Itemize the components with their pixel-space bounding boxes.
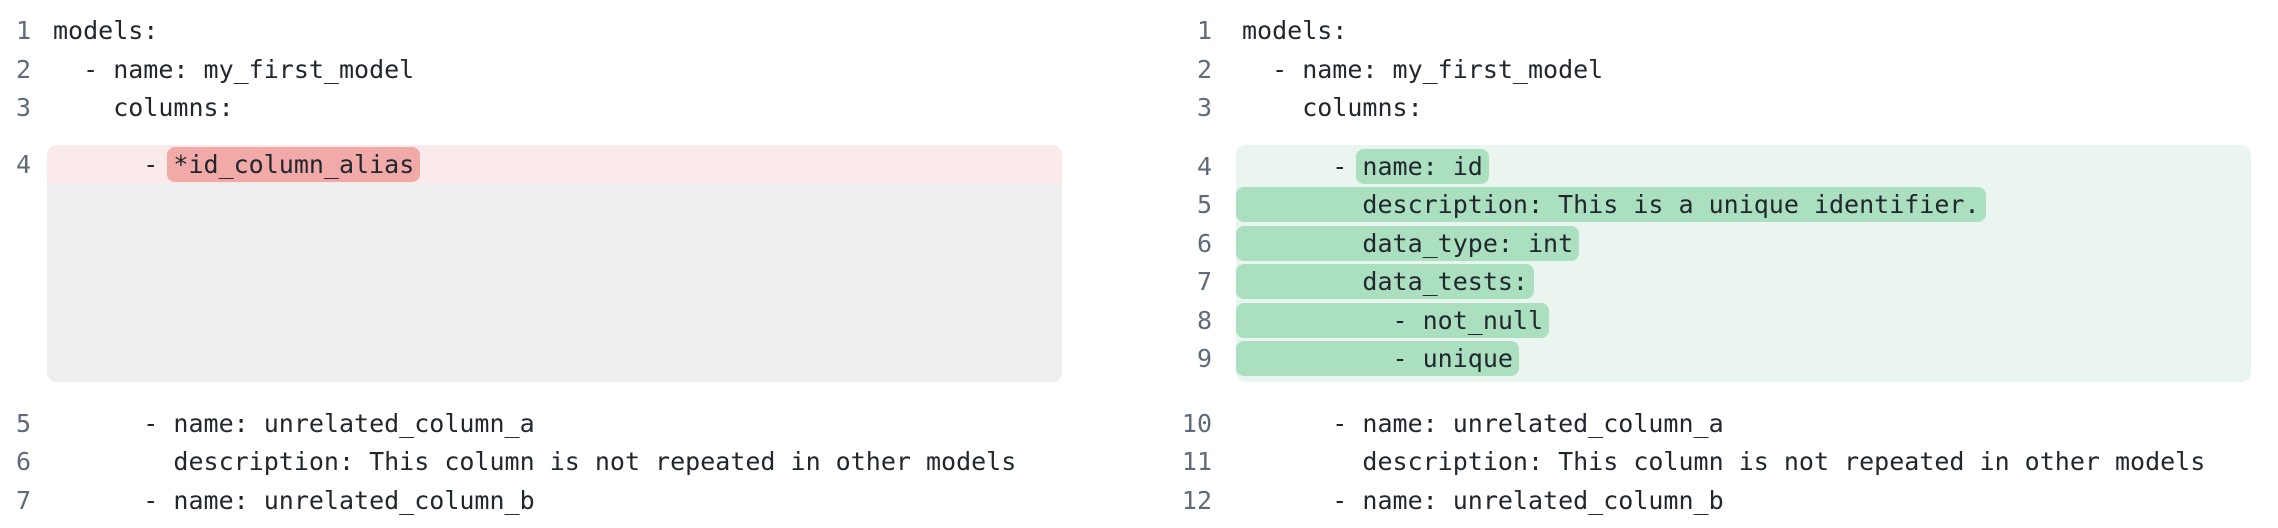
code-text: columns: — [1242, 89, 1423, 128]
code-text: - name: my_first_model — [53, 51, 414, 90]
line-number: 1 — [16, 16, 32, 45]
code-text: description: This column is not repeated… — [53, 443, 1016, 482]
removed-token-highlight: *id_column_alias — [167, 146, 421, 182]
code-line: 2 - name: my_first_model — [1155, 51, 2278, 90]
code-text: - not_null — [1236, 302, 1550, 341]
line-number: 5 — [16, 408, 32, 438]
code-text: - name: unrelated_column_a — [53, 405, 535, 444]
added-token-highlight: description: This is a unique identifier… — [1236, 187, 1986, 222]
line-number: 2 — [16, 54, 32, 84]
code-line: 6 description: This column is not repeat… — [16, 443, 1139, 482]
empty-filler-block — [47, 183, 1063, 382]
code-segment: description: This column is not repeated… — [53, 447, 1017, 476]
code-text: - name: id — [1242, 148, 1489, 187]
line-number: 3 — [16, 93, 32, 122]
added-code-line: description: This is a unique identifier… — [1236, 186, 2251, 225]
code-text: description: This is a unique identifier… — [1236, 186, 1986, 225]
code-line: 3 columns: — [1155, 89, 2278, 128]
code-segment: - name: my_first_model — [1242, 54, 1604, 84]
code-text: description: This column is not repeated… — [1242, 443, 2205, 482]
line-number: 5 — [1196, 190, 1212, 219]
code-text: data_type: int — [1236, 225, 1580, 264]
line-number: 7 — [16, 485, 32, 515]
added-token-highlight: - not_null — [1236, 302, 1550, 338]
code-text: - name: unrelated_column_b — [1242, 482, 1724, 521]
added-code-line: - name: id — [1236, 148, 2251, 187]
added-lines-block: - name: id description: This is a unique… — [1236, 144, 2252, 382]
line-number: 10 — [1181, 408, 1212, 438]
added-code-line: data_tests: — [1236, 263, 2251, 302]
code-segment: - — [53, 149, 174, 179]
added-token-highlight: - unique — [1236, 341, 1519, 376]
code-segment: - name: unrelated_column_a — [53, 408, 535, 438]
code-segment: - name: unrelated_column_b — [1242, 485, 1724, 515]
code-line: 7 - name: unrelated_column_b — [16, 482, 1139, 521]
line-number: 6 — [16, 447, 32, 476]
diff-chunk-removed: 4 - *id_column_alias — [16, 144, 1139, 382]
line-number: 2 — [1196, 54, 1212, 84]
code-segment: - — [1242, 151, 1363, 181]
code-text: data_tests: — [1236, 263, 1534, 302]
diff-gutter: 4 5 6 7 8 9 — [1155, 145, 1242, 382]
code-line: 3 columns: — [16, 89, 1139, 128]
code-line: 10 - name: unrelated_column_a — [1155, 405, 2278, 444]
line-number: 3 — [1196, 93, 1212, 122]
code-text: - unique — [1236, 340, 1519, 379]
code-segment: columns: — [53, 93, 234, 122]
code-segment: - name: my_first_model — [53, 54, 415, 84]
diff-chunk-added: 4 5 6 7 8 9 - name: id description: This is a… — [1155, 144, 2278, 382]
code-line: 1 models: — [1155, 12, 2278, 51]
line-number: 4 — [1196, 151, 1212, 181]
code-segment: models: — [1242, 16, 1348, 45]
line-number: 8 — [1196, 305, 1212, 335]
line-number: 6 — [1196, 228, 1212, 258]
code-line: 11 description: This column is not repea… — [1155, 443, 2278, 482]
code-segment: columns: — [1242, 93, 1423, 122]
line-number: 1 — [1196, 16, 1212, 45]
code-text: columns: — [53, 89, 234, 128]
code-line: 5 - name: unrelated_column_a — [16, 405, 1139, 444]
removed-lines-block: - *id_column_alias — [47, 144, 1063, 382]
code-line: 1 models: — [16, 12, 1139, 51]
added-code-line: data_type: int — [1236, 225, 2251, 264]
code-text: - name: unrelated_column_a — [1242, 405, 1724, 444]
removed-code-line: - *id_column_alias — [47, 144, 1063, 184]
code-segment: description: This column is not repeated… — [1242, 447, 2206, 476]
added-token-highlight: data_tests: — [1236, 264, 1534, 299]
diff-gutter: 4 — [16, 145, 53, 382]
code-text: - *id_column_alias — [53, 145, 421, 184]
code-text: - name: my_first_model — [1242, 51, 1603, 90]
code-text: models: — [53, 12, 158, 51]
added-code-line: - not_null — [1236, 302, 2251, 341]
code-text: models: — [1242, 12, 1347, 51]
line-number: 12 — [1181, 485, 1212, 515]
code-line: 12 - name: unrelated_column_b — [1155, 482, 2278, 521]
line-number: 4 — [16, 149, 32, 179]
line-number: 7 — [1196, 267, 1212, 296]
added-token-highlight: data_type: int — [1236, 225, 1580, 261]
added-token-highlight: name: id — [1356, 148, 1489, 184]
code-line: 2 - name: my_first_model — [16, 51, 1139, 90]
line-number: 11 — [1181, 447, 1212, 476]
line-number: 9 — [1196, 344, 1212, 373]
code-segment: - name: unrelated_column_b — [53, 485, 535, 515]
added-code-line: - unique — [1236, 340, 2251, 379]
code-text: - name: unrelated_column_b — [53, 482, 535, 521]
code-segment: - name: unrelated_column_a — [1242, 408, 1724, 438]
code-segment: models: — [53, 16, 159, 45]
